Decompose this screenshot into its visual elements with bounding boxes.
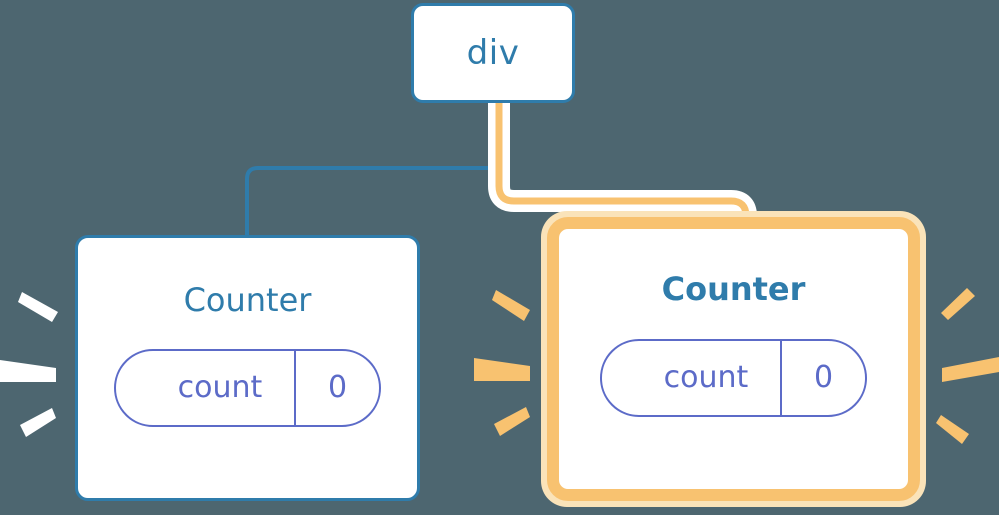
node-counter-right-label: Counter [661,270,806,308]
state-value-label: 0 [294,351,379,425]
state-pill-counter-right: count 0 [600,339,867,417]
sparkle-right-of-counter-right [936,288,999,444]
state-key-label: count [177,370,263,405]
node-counter-left[interactable]: Counter count 0 [75,235,420,501]
state-value-label: 0 [780,341,865,415]
sparkle-right-of-counter-left [474,290,530,436]
node-counter-right[interactable]: Counter count 0 [559,229,908,489]
node-counter-left-label: Counter [183,281,312,319]
state-key-label: count [663,360,749,395]
edge-div-to-counter-right [495,103,750,235]
node-div-label: div [466,33,520,73]
sparkle-left-of-counter-left [0,292,58,437]
state-pill-counter-left: count 0 [114,349,381,427]
node-div[interactable]: div [411,3,575,103]
edge-div-to-counter-left [245,103,495,237]
